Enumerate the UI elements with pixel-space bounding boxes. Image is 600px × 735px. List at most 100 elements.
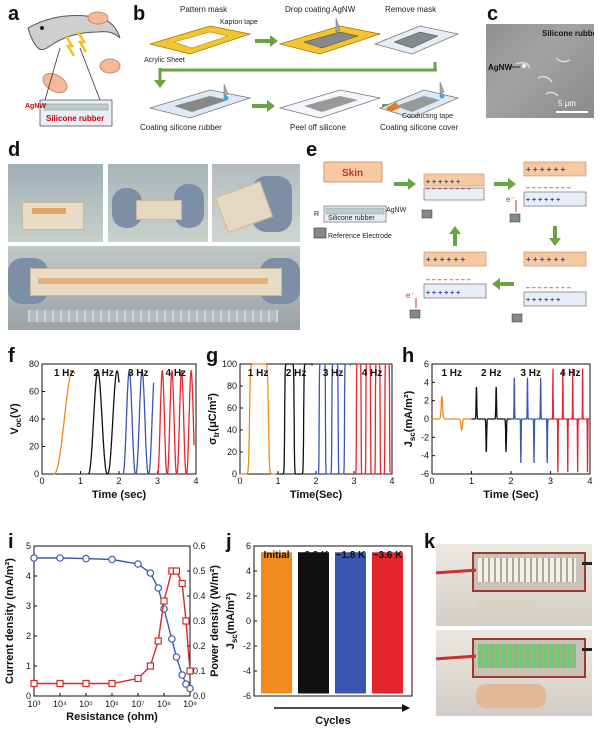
e-minus-4: – – – – – – – – xyxy=(426,277,471,284)
panel-label-e: e xyxy=(306,139,318,161)
y-tick-label: 20 xyxy=(29,442,39,452)
e-skin-label: Skin xyxy=(342,168,363,179)
e-rubber-label: Silicone rubber xyxy=(328,215,375,222)
power-density-point xyxy=(178,579,186,588)
y-tick-label: 0 xyxy=(232,469,237,479)
e-r-label: R xyxy=(314,211,319,218)
cycle-band xyxy=(335,552,366,694)
y-tick-label: 20 xyxy=(227,447,237,457)
freq-label: 1 Hz xyxy=(441,368,462,379)
x-tick-label: 4 xyxy=(193,476,198,486)
x-tick-label: 3 xyxy=(351,476,356,486)
current-density-point xyxy=(56,554,64,562)
freq-label: 1 Hz xyxy=(54,368,75,379)
power-density-point xyxy=(134,674,142,683)
power-density-point xyxy=(186,667,194,675)
panel-label-g: g xyxy=(206,345,219,367)
y-tick-label-right: 0.5 xyxy=(193,566,206,576)
current-density-point xyxy=(186,684,194,693)
x-tick-label: 4 xyxy=(389,476,394,486)
e-minus-1: – – – – – – – – xyxy=(426,186,471,193)
current-density-point xyxy=(168,635,176,643)
cycle-group-label: Initial xyxy=(263,550,289,561)
series-line-3hz xyxy=(316,363,351,475)
current-density-point xyxy=(82,554,90,563)
y-tick-label-right: 0.2 xyxy=(193,641,206,651)
panel-label-f: f xyxy=(8,345,15,367)
series-line-2hz xyxy=(471,386,511,453)
freq-label: 1 Hz xyxy=(248,368,269,379)
b-step-3: Remove mask xyxy=(385,5,437,14)
y-tick-label: 40 xyxy=(29,414,39,424)
x-tick-label: 3 xyxy=(155,476,160,486)
x-axis-label: Cycles xyxy=(315,715,350,726)
y-tick-label: 80 xyxy=(29,359,39,369)
power-density-point xyxy=(82,679,90,688)
photo-d3 xyxy=(212,164,300,242)
y-tick-label: 2 xyxy=(424,396,429,406)
x-tick-label: 0 xyxy=(39,476,44,486)
y-tick-label-left: 1 xyxy=(26,661,31,671)
photo-d2 xyxy=(108,164,208,242)
current-density-point xyxy=(146,569,155,577)
power-density-point xyxy=(146,662,155,670)
y-tick-label: 60 xyxy=(227,403,237,413)
e-plus-6: + + + + + + xyxy=(426,255,465,264)
e-electron-2: e⁻ xyxy=(406,291,415,300)
y-tick-label: -6 xyxy=(243,691,251,701)
y-tick-label-right: 0.1 xyxy=(193,666,206,676)
y-tick-label-right: 0.6 xyxy=(193,541,206,551)
c-agnw-label: AgNW xyxy=(488,63,512,72)
x-tick-label: 1 xyxy=(78,476,83,486)
power-density-point xyxy=(182,617,190,625)
y-axis-label: Voc(V) xyxy=(9,403,23,435)
freq-label: 2 Hz xyxy=(286,368,307,379)
freq-label: 3 Hz xyxy=(520,368,541,379)
y-tick-label: -4 xyxy=(421,451,429,461)
panel-label-a: a xyxy=(8,3,20,25)
y-axis-label-left: Current density (mA/m²) xyxy=(4,558,16,684)
y-axis-label: σtr(μC/m²) xyxy=(207,393,221,445)
current-density-point xyxy=(134,560,142,568)
y-tick-label-right: 0.3 xyxy=(193,616,206,626)
cycle-group-label: ~3.6 K xyxy=(373,550,404,561)
y-tick-label: -4 xyxy=(243,666,251,676)
x-tick-label: 10⁷ xyxy=(131,699,144,709)
power-density-point xyxy=(154,637,162,645)
e-agnw-label: AgNW xyxy=(386,207,407,214)
freq-label: 2 Hz xyxy=(481,368,502,379)
y-axis-label: Jsc(mA/m²) xyxy=(403,390,417,447)
freq-label: 4 Hz xyxy=(362,368,383,379)
y-tick-label: 2 xyxy=(246,591,251,601)
freq-label: 2 Hz xyxy=(93,368,114,379)
current-density-point xyxy=(30,554,38,562)
b-conducting-label: Conducting tape xyxy=(402,113,453,120)
y-tick-label: 6 xyxy=(246,541,251,551)
x-tick-label: 1 xyxy=(469,476,474,486)
e-plus-4: + + + + + + xyxy=(526,255,565,264)
x-tick-label: 2 xyxy=(116,476,121,486)
y-tick-label-left: 0 xyxy=(26,691,31,701)
power-density-point xyxy=(172,567,181,575)
x-tick-label: 10⁹ xyxy=(183,699,197,709)
freq-label: 4 Hz xyxy=(560,368,581,379)
x-tick-label: 10⁴ xyxy=(53,699,67,709)
y-tick-label: 0 xyxy=(34,469,39,479)
e-ref-label: Reference Electrode xyxy=(328,233,392,240)
x-tick-label: 10⁵ xyxy=(79,699,93,709)
b-step-1: Pattern mask xyxy=(180,5,228,14)
e-plus-5: + + + + + + xyxy=(526,297,560,304)
current-density-point xyxy=(172,653,181,661)
cycle-group-label: ~1.8 K xyxy=(336,550,367,561)
cycle-band xyxy=(261,552,292,694)
e-plus-2: + + + + + + xyxy=(526,165,565,174)
b-acrylic-label: Acrylic Sheet xyxy=(144,57,185,64)
panel-b-process-diagram: Pattern mask Drop coating AgNW Remove ma… xyxy=(140,5,460,132)
power-density-line xyxy=(34,570,191,685)
x-tick-label: 2 xyxy=(508,476,513,486)
power-density-point xyxy=(108,679,116,688)
y-tick-label: -6 xyxy=(421,469,429,479)
c-scale-label: 5 μm xyxy=(558,99,576,108)
